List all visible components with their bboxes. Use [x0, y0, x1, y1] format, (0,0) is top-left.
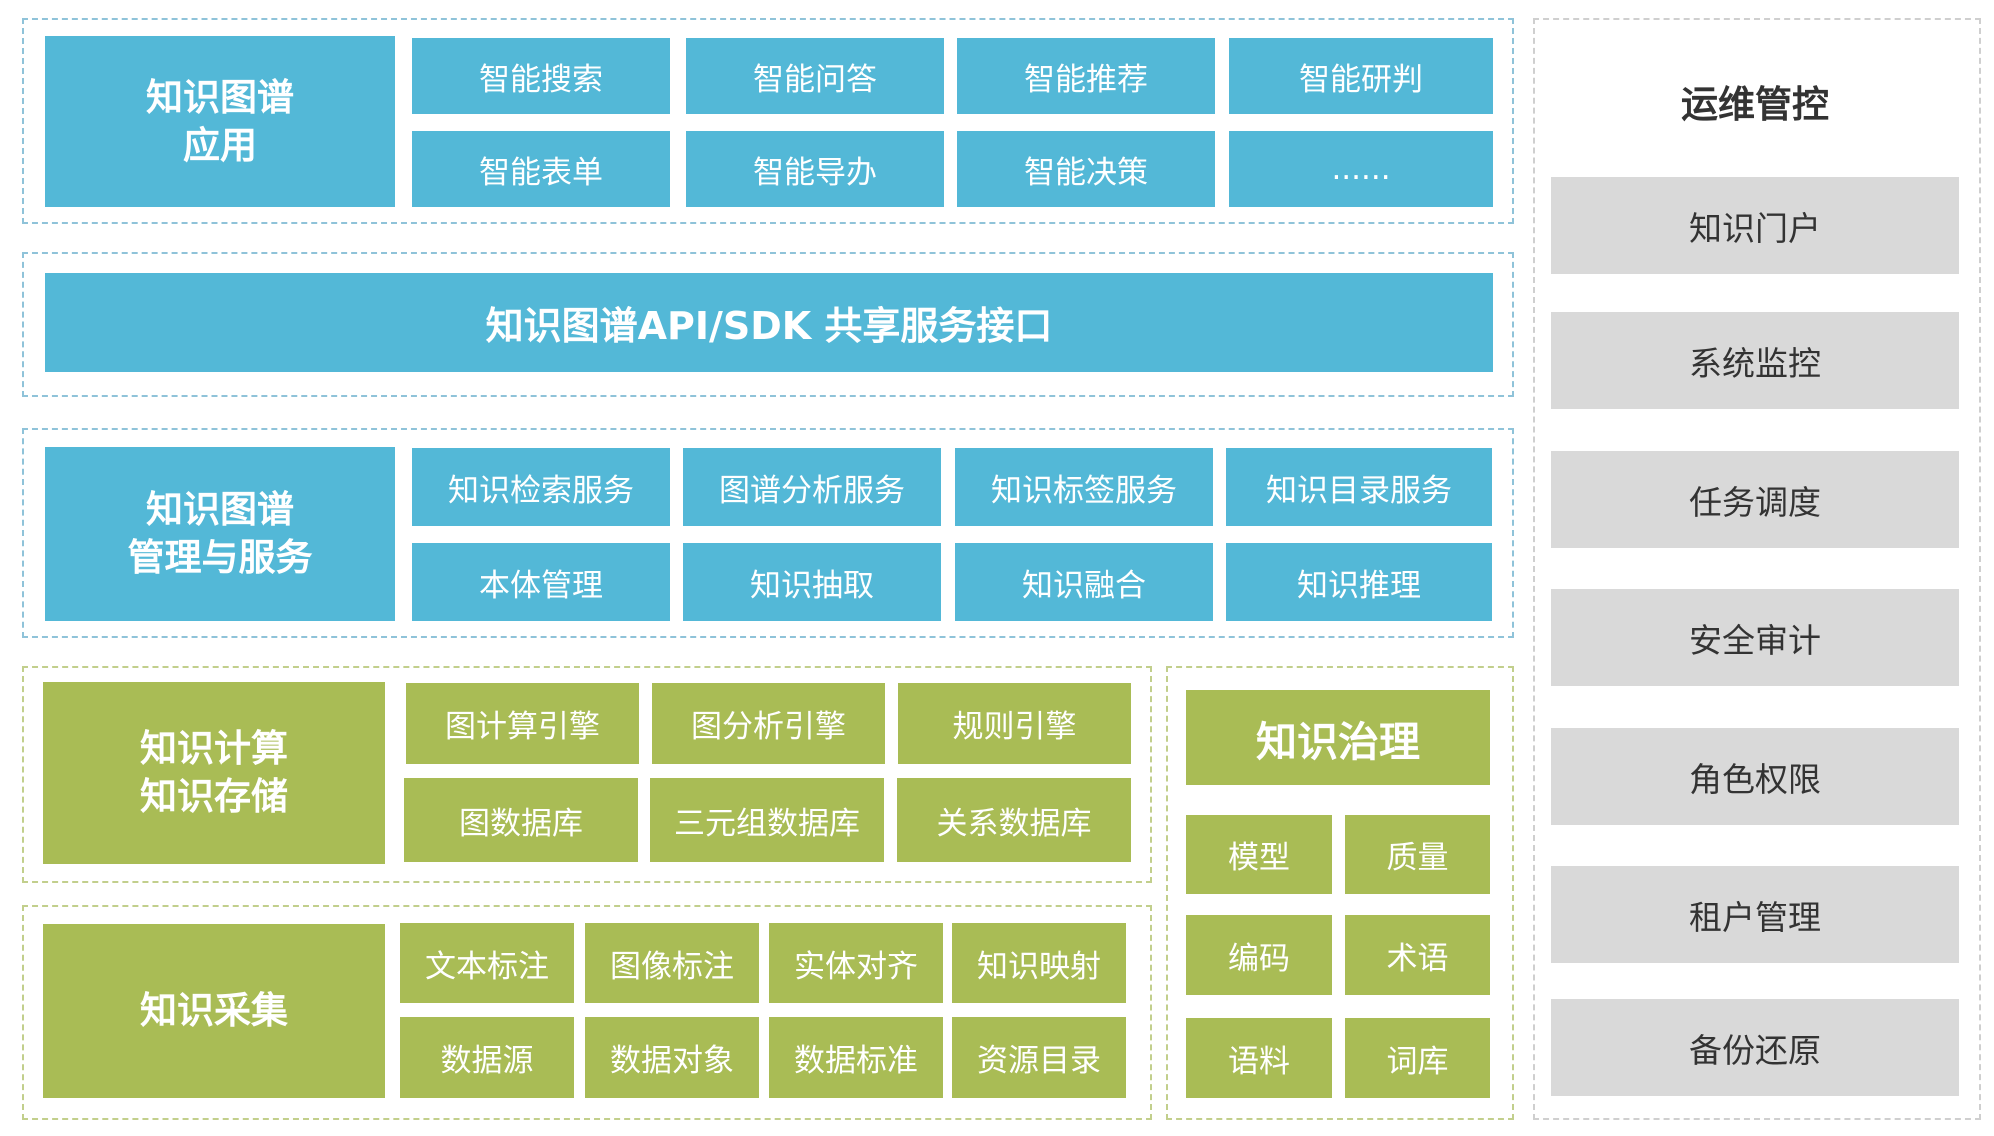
governance-item-coding: 编码 — [1186, 915, 1332, 995]
collect-item-knowledge-mapping: 知识映射 — [952, 923, 1126, 1003]
compute-item-graph-compute-engine: 图计算引擎 — [406, 683, 639, 764]
app-item-smart-form: 智能表单 — [412, 131, 670, 207]
collect-item-data-source: 数据源 — [400, 1017, 574, 1098]
governance-frame — [1166, 666, 1514, 1120]
service-item-ontology: 本体管理 — [412, 543, 670, 621]
app-item-smart-recommend: 智能推荐 — [957, 38, 1215, 114]
compute-layer-frame — [22, 666, 1152, 883]
ops-item-role-permission: 角色权限 — [1551, 728, 1959, 825]
compute-item-triple-database: 三元组数据库 — [650, 778, 884, 862]
service-item-catalog: 知识目录服务 — [1226, 448, 1492, 526]
service-item-fusion: 知识融合 — [955, 543, 1213, 621]
service-item-retrieval: 知识检索服务 — [412, 448, 670, 526]
collect-item-image-annotation: 图像标注 — [585, 923, 759, 1003]
collect-item-data-object: 数据对象 — [585, 1017, 759, 1098]
app-item-smart-decision: 智能决策 — [957, 131, 1215, 207]
app-item-smart-search: 智能搜索 — [412, 38, 670, 114]
api-layer-frame — [22, 252, 1514, 397]
collect-layer-title: 知识采集 — [43, 924, 385, 1098]
compute-item-graph-analysis-engine: 图分析引擎 — [652, 683, 885, 764]
governance-item-quality: 质量 — [1345, 815, 1490, 894]
collect-item-text-annotation: 文本标注 — [400, 923, 574, 1003]
governance-item-model: 模型 — [1186, 815, 1332, 894]
ops-item-security-audit: 安全审计 — [1551, 589, 1959, 686]
governance-title: 知识治理 — [1186, 690, 1490, 785]
app-layer-frame — [22, 18, 1514, 224]
app-item-more: ...... — [1229, 131, 1493, 207]
collect-layer-frame — [22, 905, 1152, 1120]
service-item-extraction: 知识抽取 — [683, 543, 941, 621]
ops-item-backup-restore: 备份还原 — [1551, 999, 1959, 1096]
compute-item-relational-database: 关系数据库 — [897, 778, 1131, 862]
collect-item-data-standard: 数据标准 — [769, 1017, 943, 1098]
service-layer-frame — [22, 428, 1514, 638]
governance-item-terminology: 术语 — [1345, 915, 1490, 995]
collect-item-entity-alignment: 实体对齐 — [769, 923, 943, 1003]
governance-item-lexicon: 词库 — [1345, 1018, 1490, 1098]
service-item-tagging: 知识标签服务 — [955, 448, 1213, 526]
governance-item-corpus: 语料 — [1186, 1018, 1332, 1098]
app-item-smart-guide: 智能导办 — [686, 131, 944, 207]
api-sdk-service-bar: 知识图谱API/SDK 共享服务接口 — [45, 273, 1493, 372]
service-item-reasoning: 知识推理 — [1226, 543, 1492, 621]
compute-item-graph-database: 图数据库 — [404, 778, 638, 862]
app-layer-title: 知识图谱 应用 — [45, 36, 395, 207]
app-item-smart-judgment: 智能研判 — [1229, 38, 1493, 114]
compute-layer-title: 知识计算 知识存储 — [43, 682, 385, 864]
service-layer-title: 知识图谱 管理与服务 — [45, 447, 395, 621]
ops-item-task-scheduling: 任务调度 — [1551, 451, 1959, 548]
ops-frame — [1533, 18, 1981, 1120]
ops-item-knowledge-portal: 知识门户 — [1551, 177, 1959, 274]
service-item-graph-analysis: 图谱分析服务 — [683, 448, 941, 526]
app-item-smart-qa: 智能问答 — [686, 38, 944, 114]
compute-item-rule-engine: 规则引擎 — [898, 683, 1131, 764]
ops-item-system-monitor: 系统监控 — [1551, 312, 1959, 409]
collect-item-resource-catalog: 资源目录 — [952, 1017, 1126, 1098]
ops-title: 运维管控 — [1681, 83, 1829, 126]
ops-item-tenant-management: 租户管理 — [1551, 866, 1959, 963]
